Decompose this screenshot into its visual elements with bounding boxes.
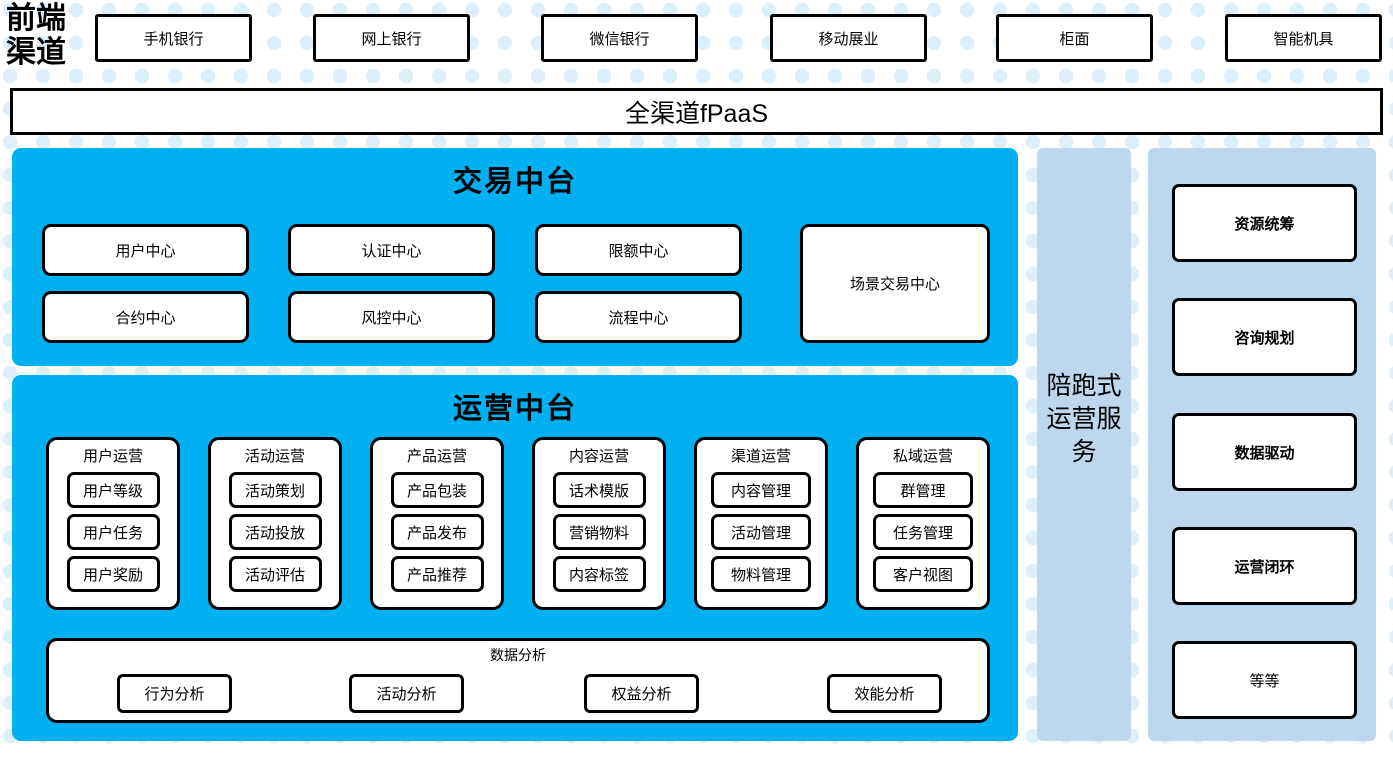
operation-center-panel: 运营中台 用户运营 用户等级 用户任务 用户奖励 活动运营 活动策划 活动投放 … <box>12 375 1018 741</box>
front-channel-label: 前端渠道 <box>6 2 66 69</box>
service-box-resource-coordination[interactable]: 资源统筹 <box>1172 184 1357 262</box>
operation-column-private-domain[interactable]: 私域运营 群管理 任务管理 客户视图 <box>856 437 990 610</box>
channel-box-mobile-business[interactable]: 移动展业 <box>770 14 927 62</box>
data-analysis-item[interactable]: 行为分析 <box>117 674 232 713</box>
transaction-box-limit-center[interactable]: 限额中心 <box>535 224 742 276</box>
service-sidebar-label: 陪跑式运营服务 <box>1046 372 1122 466</box>
channel-box-online-bank[interactable]: 网上银行 <box>313 14 470 62</box>
transaction-box-process-center[interactable]: 流程中心 <box>535 291 742 343</box>
channel-label: 网上银行 <box>361 30 422 48</box>
operation-item[interactable]: 活动评估 <box>228 556 322 592</box>
operation-column-title: 产品运营 <box>406 448 467 465</box>
service-box-etc[interactable]: 等等 <box>1172 641 1357 719</box>
box-label: 认证中心 <box>361 242 422 260</box>
box-label: 流程中心 <box>608 309 669 327</box>
operation-column-title: 内容运营 <box>568 448 629 465</box>
operation-item[interactable]: 活动投放 <box>228 514 322 550</box>
channel-label: 微信银行 <box>589 30 650 48</box>
service-box-consulting-planning[interactable]: 咨询规划 <box>1172 298 1357 376</box>
box-label: 用户中心 <box>115 242 176 260</box>
transaction-box-risk-center[interactable]: 风控中心 <box>288 291 495 343</box>
data-analysis-item[interactable]: 效能分析 <box>827 674 942 713</box>
operation-item[interactable]: 活动管理 <box>711 514 811 550</box>
operation-column-title: 活动运营 <box>244 448 305 465</box>
operation-center-title: 运营中台 <box>452 393 577 425</box>
data-analysis-panel[interactable]: 数据分析 行为分析 活动分析 权益分析 效能分析 <box>46 638 990 723</box>
channel-box-wechat-bank[interactable]: 微信银行 <box>541 14 698 62</box>
box-label: 场景交易中心 <box>849 276 940 293</box>
data-analysis-item[interactable]: 权益分析 <box>584 674 699 713</box>
fpaas-label: 全渠道fPaaS <box>624 99 769 128</box>
operation-item[interactable]: 用户任务 <box>66 514 160 550</box>
transaction-box-contract-center[interactable]: 合约中心 <box>42 291 249 343</box>
box-label: 合约中心 <box>115 309 176 327</box>
operation-item[interactable]: 内容标签 <box>552 556 646 592</box>
operation-column-channel[interactable]: 渠道运营 内容管理 活动管理 物料管理 <box>694 437 828 610</box>
operation-item[interactable]: 用户奖励 <box>66 556 160 592</box>
transaction-box-scenario-center[interactable]: 场景交易中心 <box>800 224 990 343</box>
operation-item[interactable]: 话术模版 <box>552 472 646 508</box>
service-box-data-driven[interactable]: 数据驱动 <box>1172 413 1357 491</box>
transaction-box-auth-center[interactable]: 认证中心 <box>288 224 495 276</box>
operation-column-product[interactable]: 产品运营 产品包装 产品发布 产品推荐 <box>370 437 504 610</box>
operation-column-title: 渠道运营 <box>730 448 791 465</box>
operation-item[interactable]: 产品发布 <box>390 514 484 550</box>
operation-item[interactable]: 物料管理 <box>711 556 811 592</box>
operation-column-title: 私域运营 <box>892 448 953 465</box>
operation-item[interactable]: 产品包装 <box>390 472 484 508</box>
transaction-box-user-center[interactable]: 用户中心 <box>42 224 249 276</box>
channel-label: 智能机具 <box>1273 30 1334 48</box>
channel-label: 移动展业 <box>818 30 879 48</box>
channel-box-smart-machine[interactable]: 智能机具 <box>1225 14 1382 62</box>
service-label-panel: 陪跑式运营服务 <box>1037 148 1131 741</box>
service-boxes-panel: 资源统筹 咨询规划 数据驱动 运营闭环 等等 <box>1148 148 1376 741</box>
channel-box-counter[interactable]: 柜面 <box>996 14 1153 62</box>
operation-item[interactable]: 任务管理 <box>873 514 973 550</box>
operation-item[interactable]: 活动策划 <box>228 472 322 508</box>
channel-label: 柜面 <box>1059 30 1090 48</box>
operation-item[interactable]: 营销物料 <box>552 514 646 550</box>
transaction-center-panel: 交易中台 用户中心 认证中心 限额中心 合约中心 风控中心 流程中心 场景交易中… <box>12 148 1018 366</box>
box-label: 限额中心 <box>608 242 669 260</box>
omnichannel-fpaas-bar[interactable]: 全渠道fPaaS <box>10 88 1383 135</box>
data-analysis-item[interactable]: 活动分析 <box>349 674 464 713</box>
operation-column-title: 用户运营 <box>82 448 143 465</box>
operation-item[interactable]: 群管理 <box>873 472 973 508</box>
channel-box-mobile-bank[interactable]: 手机银行 <box>95 14 252 62</box>
operation-column-user[interactable]: 用户运营 用户等级 用户任务 用户奖励 <box>46 437 180 610</box>
channel-label: 手机银行 <box>143 30 204 48</box>
box-label: 风控中心 <box>361 309 422 327</box>
operation-item[interactable]: 内容管理 <box>711 472 811 508</box>
operation-item[interactable]: 用户等级 <box>66 472 160 508</box>
operation-column-campaign[interactable]: 活动运营 活动策划 活动投放 活动评估 <box>208 437 342 610</box>
service-box-operation-loop[interactable]: 运营闭环 <box>1172 527 1357 605</box>
operation-item[interactable]: 产品推荐 <box>390 556 484 592</box>
data-analysis-title: 数据分析 <box>490 647 546 663</box>
transaction-center-title: 交易中台 <box>452 166 577 198</box>
operation-item[interactable]: 客户视图 <box>873 556 973 592</box>
operation-column-content[interactable]: 内容运营 话术模版 营销物料 内容标签 <box>532 437 666 610</box>
